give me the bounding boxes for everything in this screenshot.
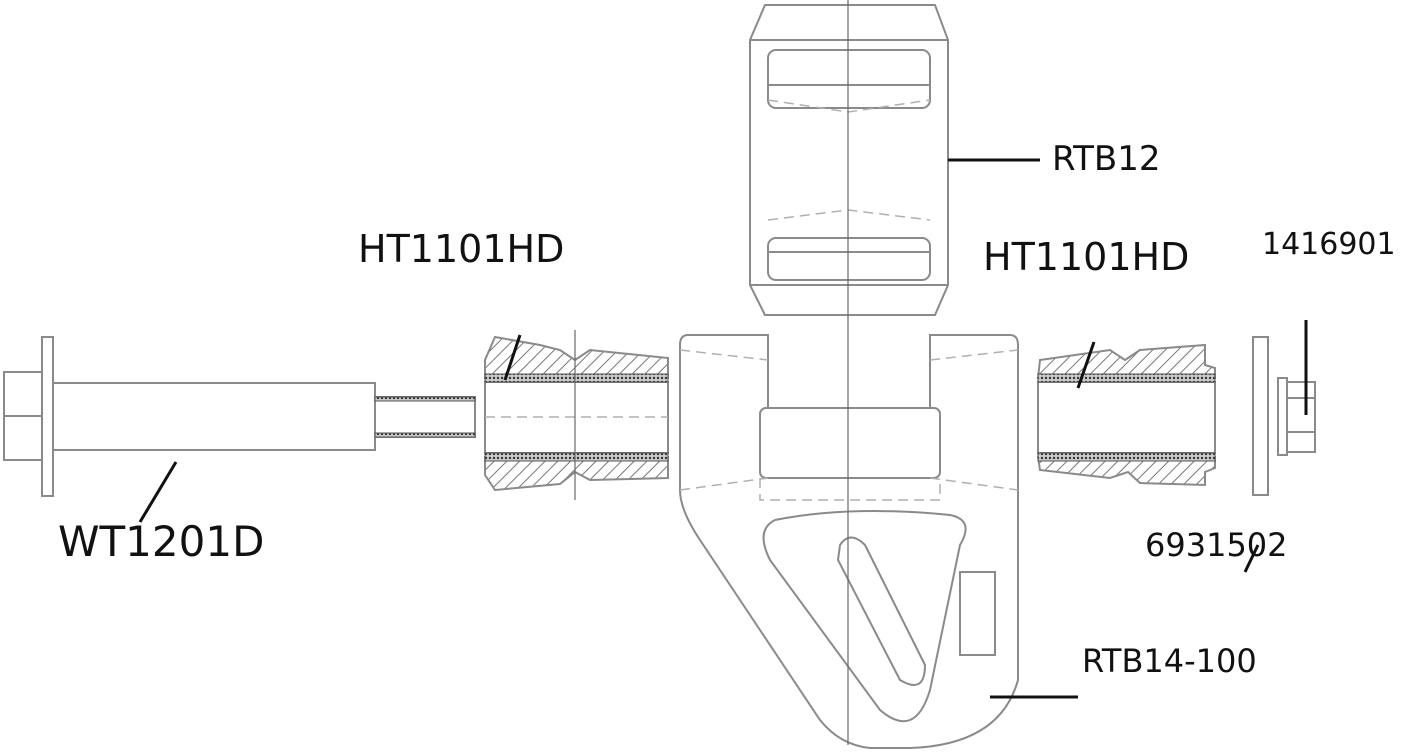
label-washer: 6931502 — [1145, 526, 1288, 564]
bushing-left — [484, 330, 669, 500]
label-bracket: RTB14-100 — [1082, 642, 1257, 680]
leader-washer — [1243, 544, 1260, 573]
label-bushing-left: HT1101HD — [358, 227, 564, 271]
label-bolt: WT1201D — [58, 517, 264, 566]
leader-bolt — [138, 461, 178, 523]
bolt — [3, 336, 476, 497]
label-bushing-right: HT1101HD — [983, 235, 1189, 279]
label-nut: 1416901 — [1262, 227, 1396, 262]
washer — [1252, 336, 1269, 496]
leader-bushing-right — [1076, 341, 1096, 389]
label-roller: RTB12 — [1052, 139, 1161, 179]
leader-bushing-left — [503, 334, 522, 381]
bracket — [679, 0, 1019, 749]
roller — [749, 4, 949, 316]
bushing-right — [1036, 343, 1216, 487]
nut — [1277, 377, 1316, 456]
